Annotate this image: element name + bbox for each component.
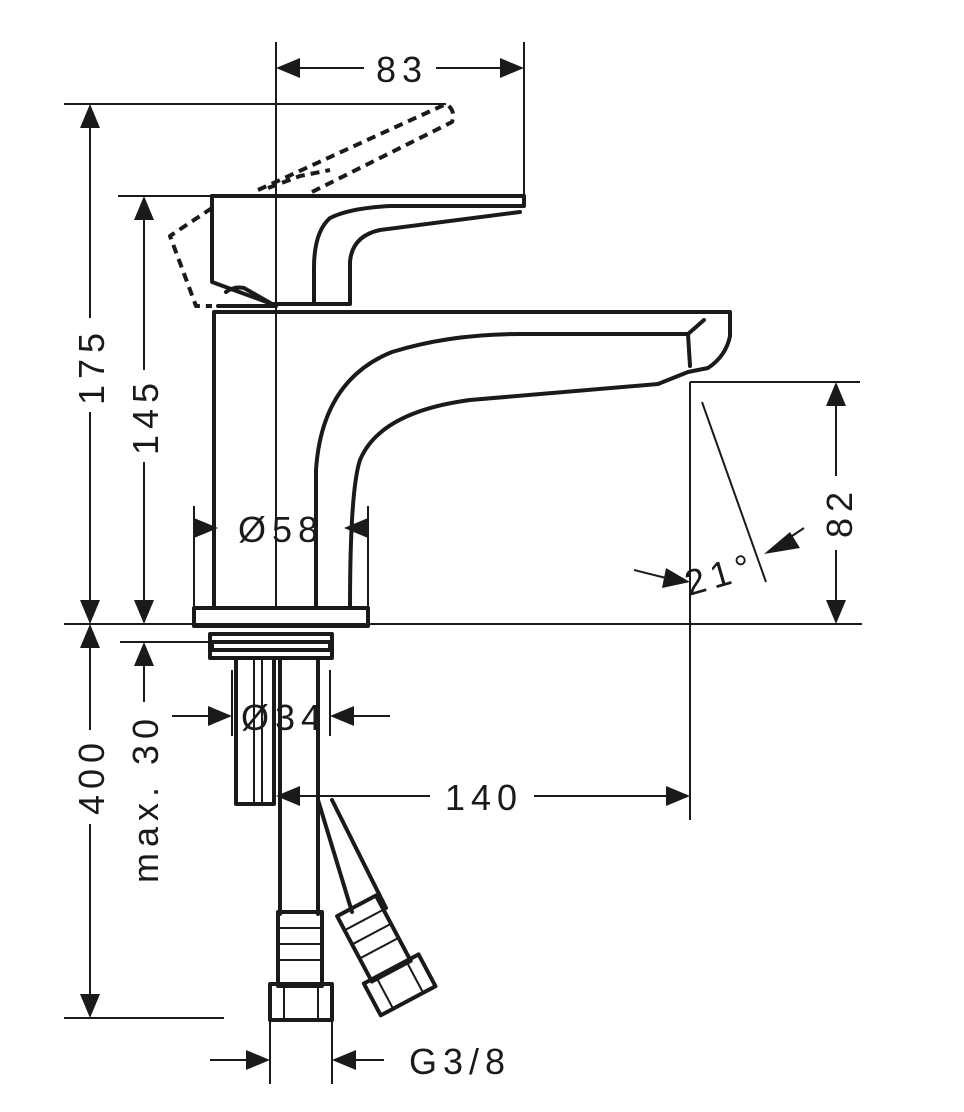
dim-145-label: 145	[125, 377, 166, 455]
faucet-body	[192, 310, 732, 660]
dim-175-label: 175	[71, 327, 112, 405]
dimension-lines	[64, 42, 862, 1084]
dim-82-label: 82	[819, 486, 860, 538]
dim-diameter-34-label: Ø34	[241, 697, 327, 738]
dim-max-30-label: max. 30	[125, 713, 166, 883]
lever-handle	[210, 194, 526, 308]
lever-raised-dashed	[168, 102, 456, 308]
dim-140-label: 140	[445, 777, 523, 818]
dim-angle-21-label: 21°	[680, 544, 761, 603]
dim-thread-g38-label: G3/8	[409, 1041, 511, 1082]
dim-83-label: 83	[376, 49, 428, 90]
dim-diameter-58-label: Ø58	[238, 509, 324, 550]
dim-400-label: 400	[71, 737, 112, 815]
supply-hoses	[234, 656, 438, 1022]
